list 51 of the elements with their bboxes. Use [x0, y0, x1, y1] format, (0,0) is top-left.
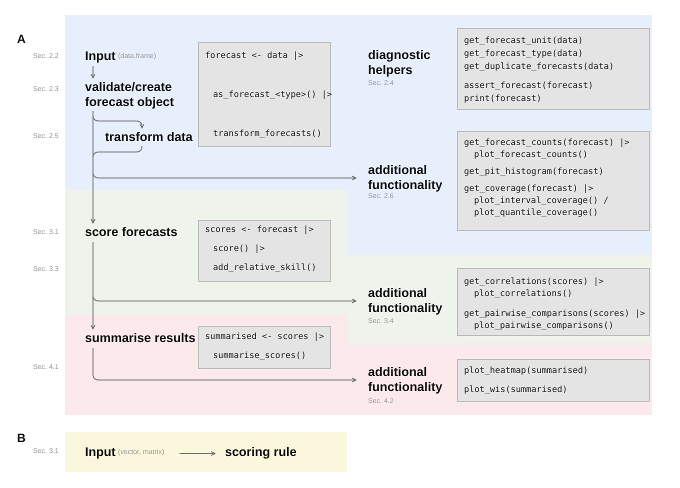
step-label: validate/create forecast object: [85, 80, 195, 110]
code-box: [198, 42, 331, 147]
step-label: scoring rule: [225, 445, 297, 460]
code-line: as_forecast_<type>() |>: [213, 90, 332, 101]
step-label: summarise results: [85, 331, 196, 346]
panel-letter: B: [17, 431, 26, 445]
code-line: plot_pairwise_comparisons(): [474, 321, 614, 332]
step-label: score forecasts: [85, 225, 178, 240]
code-line: get_correlations(scores) |>: [464, 277, 604, 288]
code-line: summarised <- scores |>: [205, 332, 324, 343]
step-label: Input: [85, 49, 116, 64]
code-line: score() |>: [213, 244, 265, 255]
arrow: [179, 451, 216, 456]
code-box: [457, 131, 650, 231]
code-line: print(forecast): [464, 94, 542, 105]
code-line: plot_heatmap(summarised): [464, 366, 588, 377]
panel-letter: A: [17, 32, 26, 46]
code-line: get_duplicate_forecasts(data): [464, 62, 614, 73]
code-line: plot_wis(summarised): [464, 385, 568, 396]
code-line: get_pairwise_comparisons(scores) |>: [464, 309, 646, 320]
arrow: [92, 348, 356, 382]
code-box: [457, 359, 650, 402]
arrow: [92, 110, 144, 128]
step-label: Input: [85, 445, 116, 460]
code-line: plot_forecast_counts(): [474, 150, 588, 161]
code-line: scores <- forecast |>: [205, 225, 314, 236]
code-line: get_forecast_counts(forecast) |>: [464, 138, 630, 149]
arrow: [90, 146, 142, 224]
step-label: additional functionality: [368, 365, 443, 395]
code-line: add_relative_skill(): [213, 263, 316, 274]
arrow: [90, 66, 96, 78]
code-line: plot_interval_coverage() /: [474, 196, 609, 207]
code-line: get_coverage(forecast) |>: [464, 184, 594, 195]
step-label: diagnostic helpers: [368, 48, 438, 78]
code-box: [457, 268, 650, 336]
code-line: get_forecast_unit(data): [464, 36, 583, 47]
code-line: assert_forecast(forecast): [464, 81, 594, 92]
step-label: transform data: [105, 130, 193, 145]
code-line: get_forecast_type(data): [464, 49, 583, 60]
code-line: plot_correlations(): [474, 289, 572, 300]
code-box: [198, 220, 331, 282]
code-line: transform_forecasts(): [213, 129, 322, 140]
code-line: forecast <- data |>: [205, 51, 304, 62]
code-line: get_pit_histogram(forecast): [464, 167, 604, 178]
step-label: additional functionality: [368, 286, 443, 316]
code-box: [198, 326, 331, 369]
arrow: [92, 112, 356, 180]
code-line: summarise_scores(): [213, 351, 306, 362]
code-box: [457, 28, 650, 110]
step-label: additional functionality: [368, 163, 443, 193]
code-line: plot_quantile_coverage(): [474, 208, 598, 219]
